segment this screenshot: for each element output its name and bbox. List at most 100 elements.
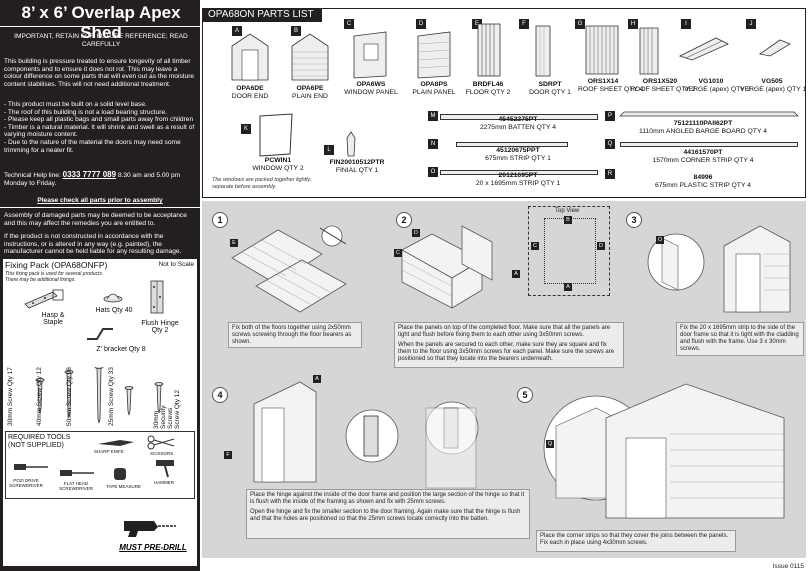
step4-text: Place the hinge against the inside of th… (250, 492, 525, 505)
part-letter: C (344, 19, 354, 29)
part-letter: K (241, 124, 251, 134)
part-name: PLAIN END (292, 92, 328, 100)
parts-list-header: OPA68ON PARTS LIST (202, 8, 322, 22)
part-code: ORS1X14 (587, 78, 619, 85)
part-code: SDRPT (538, 81, 562, 88)
part-letter: Q (605, 139, 615, 149)
predrill-box: MUST PRE-DRILL (110, 513, 196, 559)
tools-title: REQUIRED TOOLS (8, 434, 71, 441)
not-to-scale: Not to Scale (158, 261, 194, 268)
tool-label: SCISSORS (150, 451, 174, 456)
part-name: DOOR END (231, 92, 269, 100)
z-bracket-icon (87, 328, 113, 340)
part-letter: G (575, 19, 585, 29)
step2-text: When the panels are secured to each othe… (398, 342, 615, 362)
tool-label: SHARP KNIFE (94, 449, 124, 454)
step2-text: Place the panels on top of the completed… (398, 325, 611, 338)
part-code: ORS1X520 (642, 78, 678, 85)
strip-icon (456, 142, 568, 147)
strip-desc: 1570mm CORNER STRIP QTY 4 (652, 156, 754, 164)
tool-label: HAMMER (154, 480, 174, 485)
door-end-icon (231, 33, 269, 81)
part-letter: E (472, 19, 482, 29)
strip-desc: 20 x 1695mm STRIP QTY 1 (475, 179, 561, 187)
step-part-label: C (394, 249, 402, 257)
strip-desc: 675mm PLASTIC STRIP QTY 4 (654, 181, 752, 189)
step-part-label: B (564, 216, 572, 224)
step-part-label: A (564, 283, 572, 291)
screw-label: 30mm Screw Qty 17 (7, 367, 14, 426)
tool-label: FLAT HEAD SCREWDRIVER (59, 481, 93, 491)
barge-board-icon (619, 111, 799, 117)
screw-label: 30mm Security Screws Screw Qty 12 (153, 389, 181, 429)
bullet: - Due to the nature of the material the … (4, 138, 181, 154)
part-code: BRDFL46 (472, 81, 504, 88)
part-letter: F (519, 19, 529, 29)
hinge-icon (150, 280, 164, 314)
important-header: IMPORTANT, RETAIN FOR FUTURE REFERENCE; … (14, 33, 188, 48)
step4-illustration (253, 381, 479, 489)
two-adults-icon (75, 514, 97, 549)
part-name: ROOF SHEET QTY 2 (630, 85, 696, 93)
step-part-label: F (224, 451, 232, 459)
step4-text: Open the hinge and fix the smaller secti… (250, 509, 521, 522)
part-code: OPA6PE (296, 85, 324, 92)
window-note: The windows are packed together lightly,… (212, 177, 312, 190)
part-letter: P (605, 111, 615, 121)
step5-illustration (543, 383, 785, 519)
part-name: WINDOW QTY 2 (252, 164, 304, 172)
strip-code: 84996 (693, 174, 713, 181)
batten-icon (440, 114, 598, 120)
roof-sheet-small-icon (639, 27, 659, 75)
check-parts-heading: Please check all parts prior to assembly (37, 197, 163, 204)
verge-apex-small-icon (759, 39, 791, 57)
step-part-label: E (230, 239, 238, 247)
strip-desc: 675mm STRIP QTY 1 (485, 154, 551, 162)
part-name: ROOF SHEET QTY 4 (578, 85, 644, 93)
hinge-label: Flush Hinge Qty 2 (141, 320, 179, 334)
bullet: - This product must be built on a solid … (4, 101, 147, 108)
step-part-label: O (656, 236, 664, 244)
part-letter: N (428, 139, 438, 149)
part-code: OPA6DE (236, 85, 264, 92)
strip-code: 20121695PT (498, 172, 538, 179)
part-letter: D (416, 19, 426, 29)
zbracket-label: Z' bracket Qty 8 (96, 346, 146, 353)
part-name: PLAIN PANEL (412, 88, 456, 96)
step-number: 5 (517, 387, 533, 403)
step4-instructions: Place the hinge against the inside of th… (246, 489, 530, 539)
step5-instructions: Place the corner strips so that they cov… (536, 530, 736, 552)
screw-label: 50mm Screw Qty 98 (66, 367, 73, 426)
screw-label: 40mm Screw Qty 12 (36, 367, 43, 426)
step-number: 2 (396, 212, 412, 228)
plain-end-icon (291, 33, 329, 81)
window-icon (259, 113, 293, 157)
part-name: DOOR QTY 1 (529, 88, 571, 96)
knife-icon (98, 440, 134, 446)
part-name: FINIAL QTY 1 (335, 166, 379, 174)
part-name: VERGE (apex) QTY 1 (740, 85, 807, 93)
part-letter: O (428, 167, 438, 177)
part-code: OPA6WS (356, 81, 386, 88)
part-code: VG1010 (698, 78, 724, 85)
step-number: 1 (212, 212, 228, 228)
finial-icon (346, 131, 356, 157)
strip-desc: 2275mm BATTEN QTY 4 (479, 123, 557, 131)
strip-desc: 1110mm ANGLED BARGE BOARD QTY 4 (638, 127, 768, 135)
screw-label: 25mm Screw Qty 33 (108, 367, 115, 426)
predrill-label: MUST PRE-DRILL (119, 543, 187, 552)
helpline: Technical Help line: 0333 7777 089 8.30 … (4, 171, 196, 187)
part-code: VG505 (761, 78, 783, 85)
fixing-pack-title: Fixing Pack (OPA68ONFP) (5, 260, 108, 270)
part-letter: A (232, 26, 242, 36)
tool-label: TAPE MEASURE (106, 484, 141, 489)
helpline-number[interactable]: 0333 7777 089 (62, 170, 117, 179)
floor-icon (477, 23, 501, 77)
bullet: - Please keep all plastic bags and small… (4, 116, 194, 124)
